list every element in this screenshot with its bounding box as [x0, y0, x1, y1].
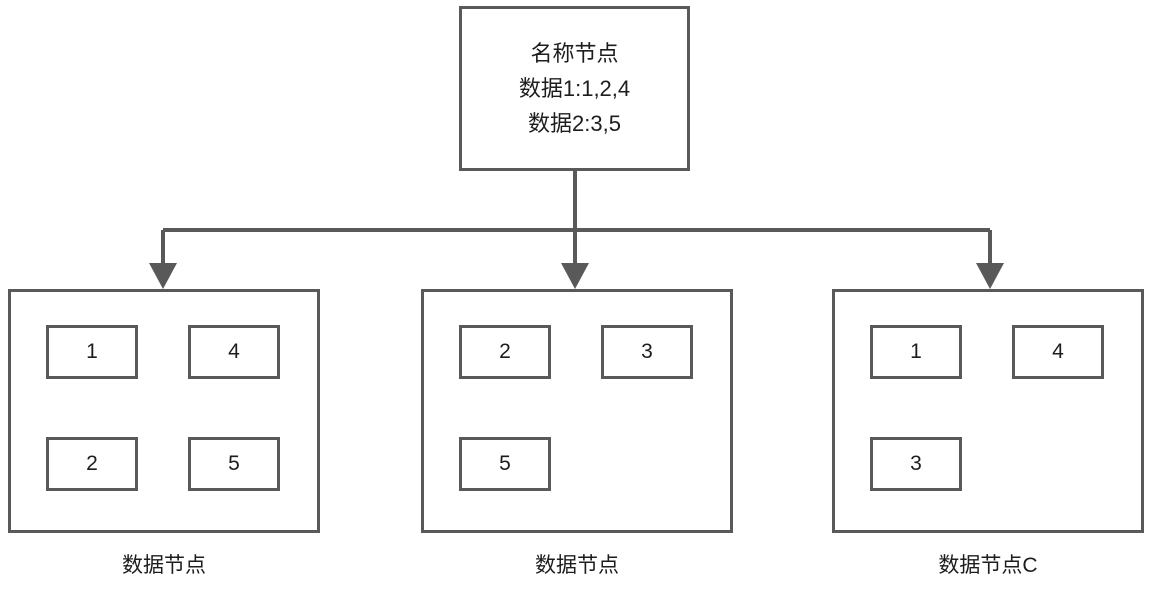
root-node-data1: 数据1:1,2,4 [518, 75, 631, 101]
data-cell[interactable]: 4 [1012, 325, 1104, 379]
data-node-caption: 数据节点 [535, 554, 619, 577]
data-node-group-a: 1 4 2 5 数据节点 [8, 289, 320, 579]
root-node-title: 名称节点 [530, 40, 619, 66]
data-cell[interactable]: 5 [188, 437, 280, 491]
data-cell[interactable]: 3 [870, 437, 962, 491]
data-cell[interactable]: 5 [459, 437, 551, 491]
data-node-box-b[interactable]: 2 3 5 [421, 289, 733, 533]
data-node-box-c[interactable]: 1 4 3 [832, 289, 1144, 533]
data-cell[interactable]: 1 [870, 325, 962, 379]
data-cell[interactable]: 2 [459, 325, 551, 379]
data-cell[interactable]: 4 [188, 325, 280, 379]
data-node-group-b: 2 3 5 数据节点 [421, 289, 733, 579]
data-cell[interactable]: 2 [46, 437, 138, 491]
data-node-caption: 数据节点 [122, 554, 206, 577]
data-node-caption: 数据节点C [938, 554, 1038, 577]
data-node-group-c: 1 4 3 数据节点C [832, 289, 1144, 579]
data-node-box-a[interactable]: 1 4 2 5 [8, 289, 320, 533]
root-node-data2: 数据2:3,5 [528, 110, 621, 136]
data-cell[interactable]: 3 [601, 325, 693, 379]
root-node[interactable]: 名称节点 数据1:1,2,4 数据2:3,5 [459, 6, 690, 171]
data-cell[interactable]: 1 [46, 325, 138, 379]
